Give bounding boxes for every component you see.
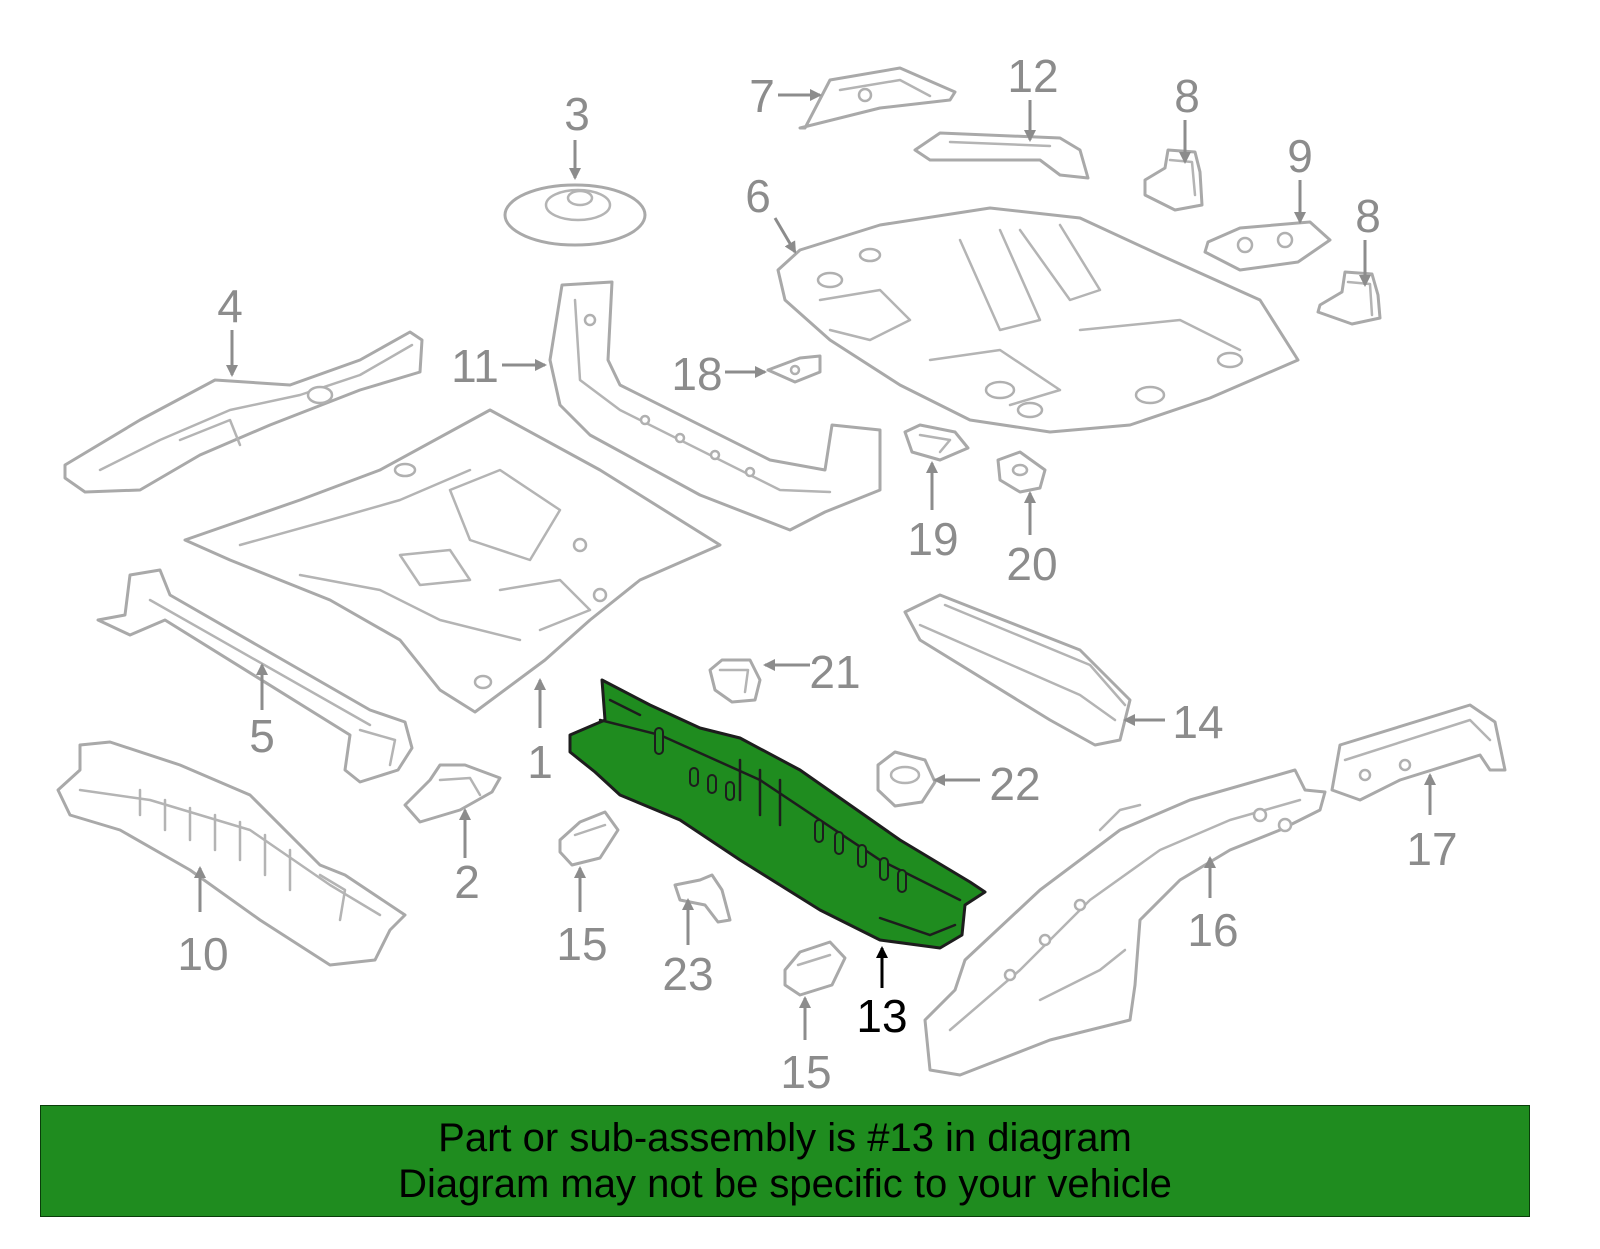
part-5-cross-rod[interactable]	[96, 568, 414, 784]
part-19-bracket[interactable]	[903, 423, 970, 462]
label-19[interactable]: 19	[907, 513, 958, 565]
label-1[interactable]: 1	[527, 736, 553, 788]
part-15-bracket-b[interactable]	[783, 940, 847, 997]
label-15b[interactable]: 15	[780, 1046, 831, 1098]
label-21[interactable]: 21	[809, 646, 860, 698]
part-15-bracket-a[interactable]	[558, 810, 620, 867]
part-12-bracket[interactable]	[913, 131, 1090, 180]
label-20[interactable]: 20	[1006, 538, 1057, 590]
label-17[interactable]: 17	[1406, 823, 1457, 875]
callout-numbers: 1 2 3 4 5 6 7 8 8 9 10 11 12 13 14 15 15…	[177, 50, 1457, 1098]
part-2-bracket[interactable]	[403, 763, 502, 824]
part-16-rear-side-member[interactable]	[923, 768, 1327, 1077]
banner-line-2: Diagram may not be specific to your vehi…	[398, 1162, 1172, 1206]
label-3[interactable]: 3	[564, 88, 590, 140]
part-18-bracket[interactable]	[766, 354, 822, 384]
part-20-bracket[interactable]	[996, 450, 1047, 494]
part-8-mount-a[interactable]	[1143, 148, 1204, 212]
part-6-rear-floor-pan[interactable]	[776, 206, 1300, 434]
part-13-highlighted-crossmember[interactable]	[568, 678, 987, 950]
label-11[interactable]: 11	[451, 340, 499, 392]
label-9[interactable]: 9	[1287, 130, 1313, 182]
label-8a[interactable]: 8	[1174, 70, 1200, 122]
label-18[interactable]: 18	[671, 348, 722, 400]
label-8b[interactable]: 8	[1355, 190, 1381, 242]
label-5[interactable]: 5	[249, 710, 275, 762]
info-banner: Part or sub-assembly is #13 in diagram D…	[40, 1105, 1530, 1217]
part-1-center-floor-pan[interactable]	[183, 408, 722, 714]
label-22[interactable]: 22	[989, 758, 1040, 810]
part-21-bracket[interactable]	[708, 658, 762, 704]
label-23[interactable]: 23	[662, 948, 713, 1000]
label-10[interactable]: 10	[177, 928, 228, 980]
label-16[interactable]: 16	[1187, 904, 1238, 956]
banner-line-1: Part or sub-assembly is #13 in diagram	[438, 1116, 1132, 1160]
label-13[interactable]: 13	[856, 990, 907, 1042]
part-9-plate[interactable]	[1203, 220, 1332, 272]
part-17-extension[interactable]	[1330, 703, 1507, 802]
label-12[interactable]: 12	[1007, 50, 1058, 102]
part-22-bracket[interactable]	[876, 750, 937, 808]
label-6[interactable]: 6	[745, 170, 771, 222]
label-2[interactable]: 2	[454, 856, 480, 908]
part-3-spare-tire-cover[interactable]	[503, 183, 647, 247]
callout-arrows	[194, 89, 1436, 1040]
label-7[interactable]: 7	[749, 70, 775, 122]
part-23-bracket[interactable]	[673, 873, 732, 924]
part-7-bracket[interactable]	[798, 66, 957, 130]
part-11-crossmember[interactable]	[548, 280, 882, 532]
label-14[interactable]: 14	[1172, 696, 1223, 748]
part-4-side-member[interactable]	[63, 330, 424, 494]
part-10-side-member[interactable]	[56, 740, 407, 967]
part-8-mount-b[interactable]	[1316, 270, 1382, 326]
label-4[interactable]: 4	[217, 280, 243, 332]
label-15a[interactable]: 15	[556, 918, 607, 970]
part-14-crossmember[interactable]	[903, 593, 1132, 747]
